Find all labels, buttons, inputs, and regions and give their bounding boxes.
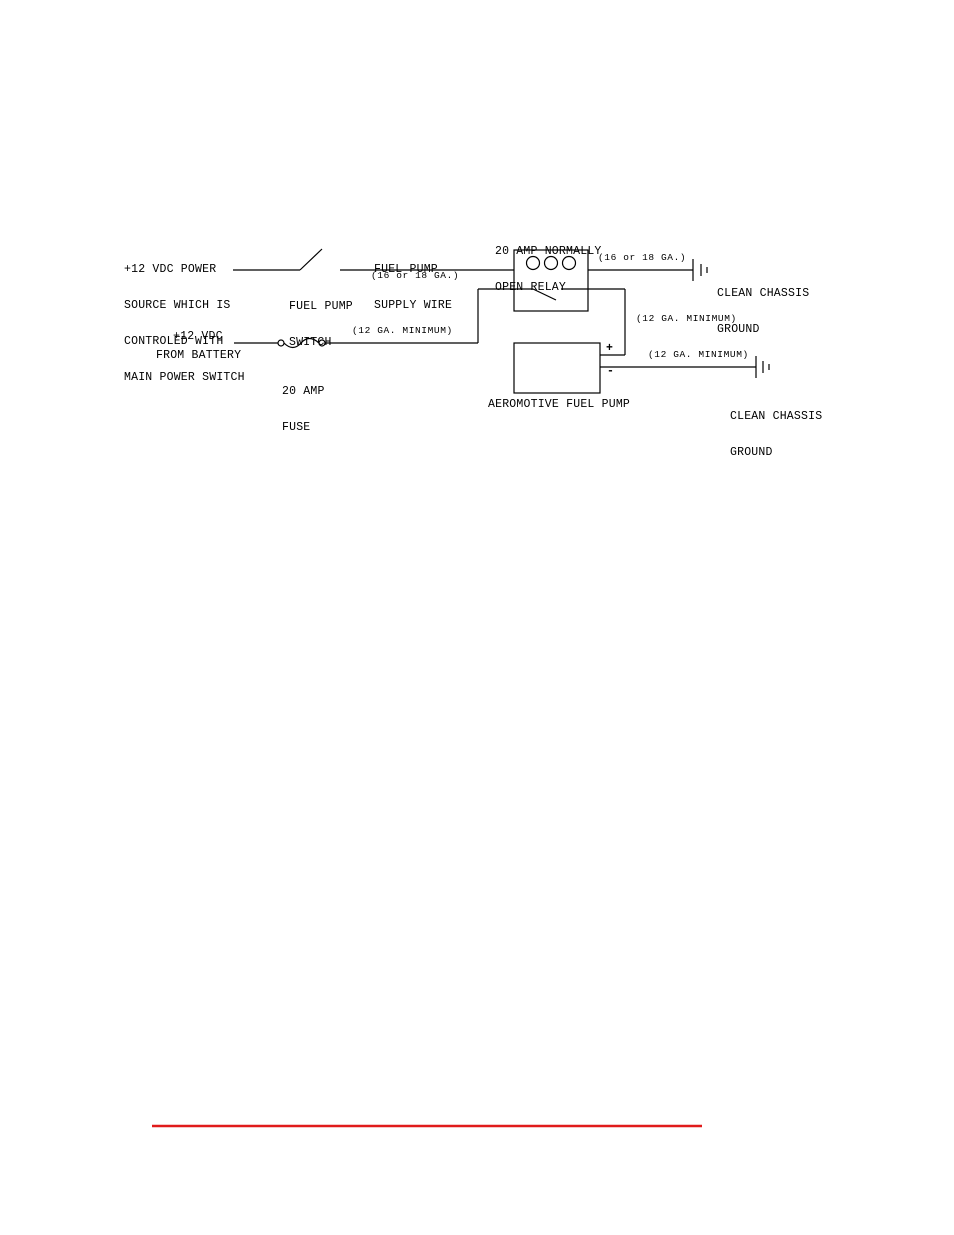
fuel-pump-switch-label: FUEL PUMP SWITCH	[289, 277, 353, 373]
relay-box	[513, 249, 589, 312]
switch-line: FUEL PUMP	[289, 300, 353, 313]
relay-line: 20 AMP NORMALLY	[495, 245, 602, 258]
supply-wire-label: FUEL PUMP SUPPLY WIRE	[374, 240, 452, 336]
gauge-label-pump-ground: (12 GA. MINIMUM)	[648, 349, 749, 360]
supply-line: FUEL PUMP	[374, 263, 438, 276]
fuse-label: 20 AMP FUSE	[282, 362, 325, 458]
power-source-label: +12 VDC POWER SOURCE WHICH IS CONTROLED …	[124, 240, 245, 408]
fuse-element	[283, 337, 320, 349]
gauge-label-battery: (12 GA. MINIMUM)	[352, 325, 453, 336]
fuel-pump-label: AEROMOTIVE FUEL PUMP	[488, 398, 631, 411]
pump-positive-terminal: +	[606, 342, 614, 355]
power-source-line: +12 VDC POWER	[124, 263, 217, 276]
power-source-line: CONTROLED WITH	[124, 335, 224, 348]
switch-lever	[299, 248, 323, 271]
battery-voltage-label: +12 VDC	[173, 330, 223, 343]
ground-line: GROUND	[730, 446, 773, 459]
relay-line: OPEN RELAY	[495, 281, 567, 294]
relay-coil-circle	[561, 255, 577, 271]
fuel-pump-box	[513, 342, 601, 394]
relay-coil-circle	[525, 255, 541, 271]
relay-label: 20 AMP NORMALLY OPEN RELAY	[495, 222, 602, 318]
pump-negative-terminal: -	[607, 365, 615, 378]
power-source-line: SOURCE WHICH IS	[124, 299, 231, 312]
gauge-label-relay-pump: (12 GA. MINIMUM)	[636, 313, 737, 324]
fuse-line: FUSE	[282, 421, 311, 434]
ground-line: CLEAN CHASSIS	[717, 287, 810, 300]
gauge-label-supply: (16 or 18 GA.)	[371, 270, 460, 281]
switch-line: SWITCH	[289, 336, 332, 349]
fuse-line: 20 AMP	[282, 385, 325, 398]
chassis-ground-label-1: CLEAN CHASSIS GROUND	[717, 264, 809, 360]
relay-contact	[532, 288, 557, 301]
gauge-label-relay-ground: (16 or 18 GA.)	[598, 252, 687, 263]
power-source-line: MAIN POWER SWITCH	[124, 371, 245, 384]
ground-line: CLEAN CHASSIS	[730, 410, 823, 423]
relay-coil-circle	[543, 255, 559, 271]
from-battery-label: FROM BATTERY	[156, 349, 242, 362]
chassis-ground-label-2: CLEAN CHASSIS GROUND	[730, 387, 822, 483]
supply-line: SUPPLY WIRE	[374, 299, 453, 312]
fuse-terminal	[277, 339, 285, 347]
ground-line: GROUND	[717, 323, 760, 336]
